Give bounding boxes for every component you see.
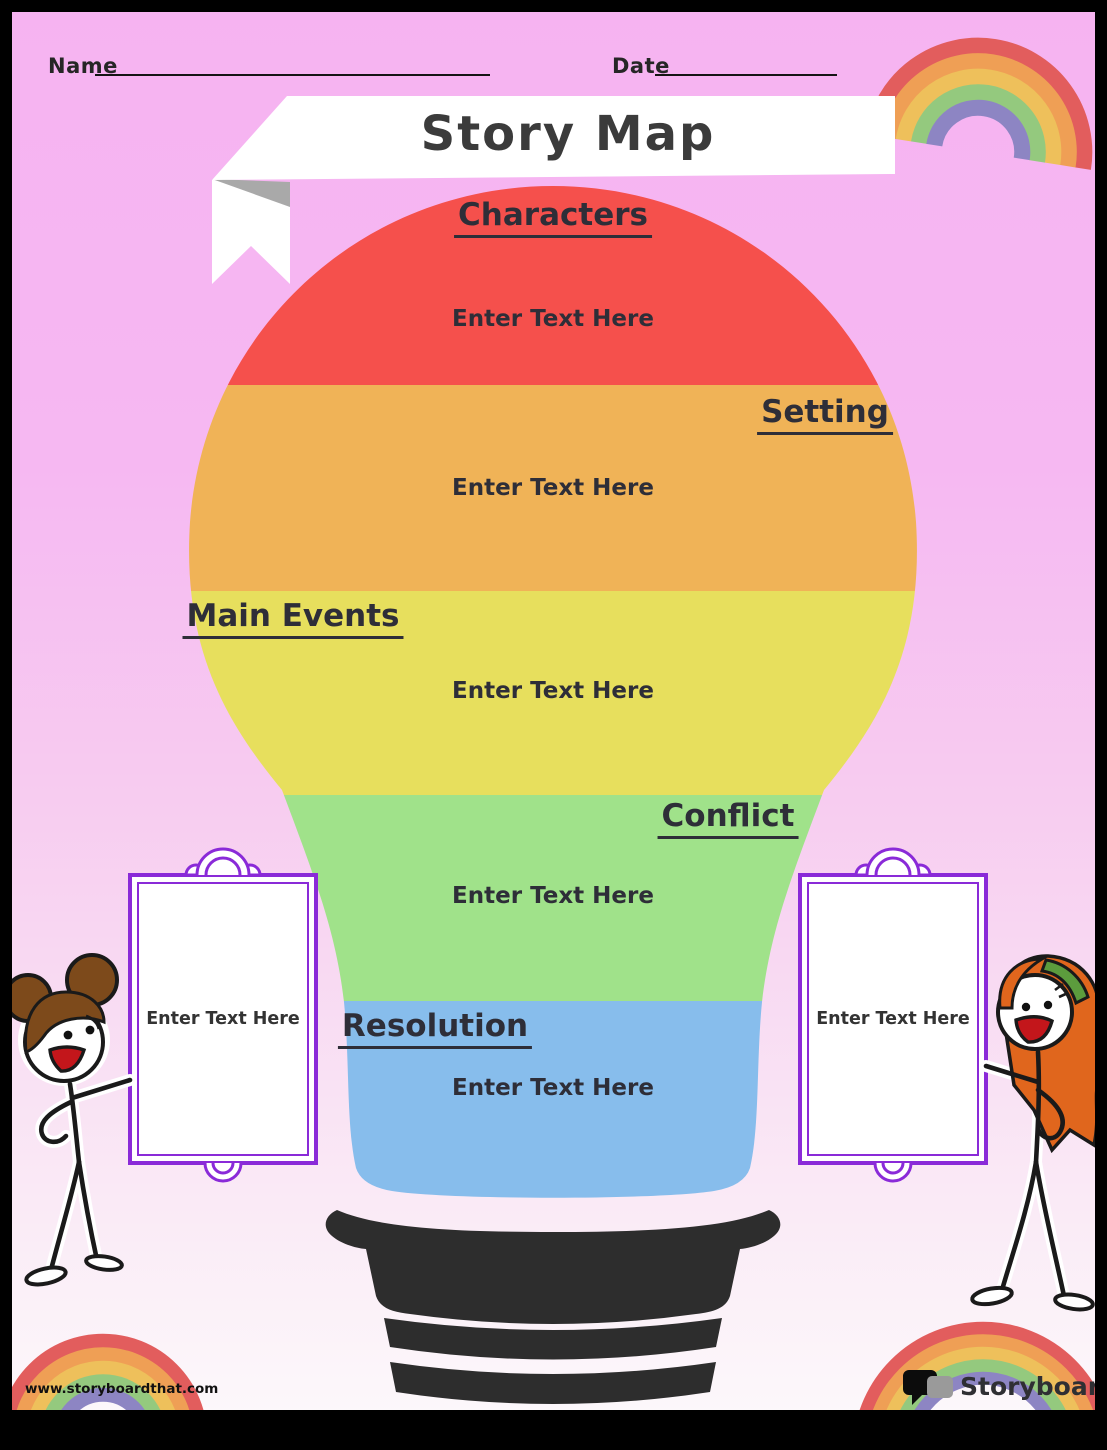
date-input-line[interactable] — [655, 74, 837, 76]
bulb-base-cap — [325, 1210, 781, 1324]
section-heading-characters: Characters — [454, 197, 652, 238]
left-character-brow — [85, 1014, 101, 1030]
bulb-base-stripe-2 — [390, 1362, 716, 1404]
speech-bubble-gray-icon — [927, 1376, 953, 1398]
section-heading-resolution: Resolution — [337, 1008, 533, 1049]
title-banner-ribbon — [212, 96, 895, 284]
resolution-text-placeholder[interactable]: Enter Text Here — [452, 1075, 654, 1101]
section-heading-conflict: Conflict — [657, 798, 799, 839]
logo-text-primary: Storyboard — [960, 1372, 1107, 1401]
banner-fold-shadow — [212, 179, 290, 207]
right-character-foot — [970, 1285, 1014, 1307]
right-board-text-placeholder[interactable]: Enter Text Here — [816, 1009, 970, 1029]
characters-text-placeholder[interactable]: Enter Text Here — [452, 306, 654, 332]
left-character-foot — [24, 1265, 68, 1287]
main-events-text-placeholder[interactable]: Enter Text Here — [452, 678, 654, 704]
left-character-body — [38, 1077, 133, 1269]
bulb-base — [325, 1210, 781, 1404]
section-heading-main-events: Main Events — [182, 598, 404, 639]
left-board-ornament — [184, 847, 262, 1183]
right-board-inner-frame — [807, 882, 979, 1156]
right-character-illustration — [970, 954, 1102, 1312]
left-character-mouth — [48, 1045, 87, 1073]
storyboardthat-logo-icon — [903, 1370, 953, 1405]
right-character-body — [983, 1049, 1067, 1299]
right-character-eye — [1043, 1000, 1053, 1010]
band-main-events — [189, 591, 917, 795]
left-character-eye — [85, 1025, 95, 1035]
storyboardthat-logo-text: StoryboardThat — [960, 1372, 1107, 1401]
left-character-foot — [84, 1254, 124, 1272]
right-board-ornament — [854, 847, 932, 1183]
bulb-base-stripe-1 — [384, 1318, 722, 1360]
right-character-mouth — [1014, 1015, 1055, 1044]
rainbow-top-right — [865, 37, 1093, 170]
banner-band — [212, 96, 895, 180]
right-character-front-hair — [998, 957, 1048, 1010]
left-character-illustration — [3, 953, 136, 1287]
right-character-eye — [1021, 1002, 1031, 1012]
name-input-line[interactable] — [95, 74, 490, 76]
setting-text-placeholder[interactable]: Enter Text Here — [452, 475, 654, 501]
conflict-text-placeholder[interactable]: Enter Text Here — [452, 883, 654, 909]
left-character-fringe — [23, 990, 106, 1055]
right-character-foot — [1053, 1292, 1095, 1312]
right-character-head — [996, 973, 1074, 1051]
left-board-inner-frame — [137, 882, 309, 1156]
section-heading-setting: Setting — [757, 394, 893, 435]
banner-tail — [212, 180, 290, 284]
right-side-board — [798, 873, 988, 1165]
band-setting — [189, 385, 917, 591]
left-character-eye — [63, 1030, 73, 1040]
website-url: www.storyboardthat.com — [25, 1381, 219, 1397]
right-character-lashes — [1054, 982, 1069, 999]
page-title: Story Map — [420, 106, 716, 162]
left-board-text-placeholder[interactable]: Enter Text Here — [146, 1009, 300, 1029]
right-character-headband — [1039, 958, 1090, 1006]
